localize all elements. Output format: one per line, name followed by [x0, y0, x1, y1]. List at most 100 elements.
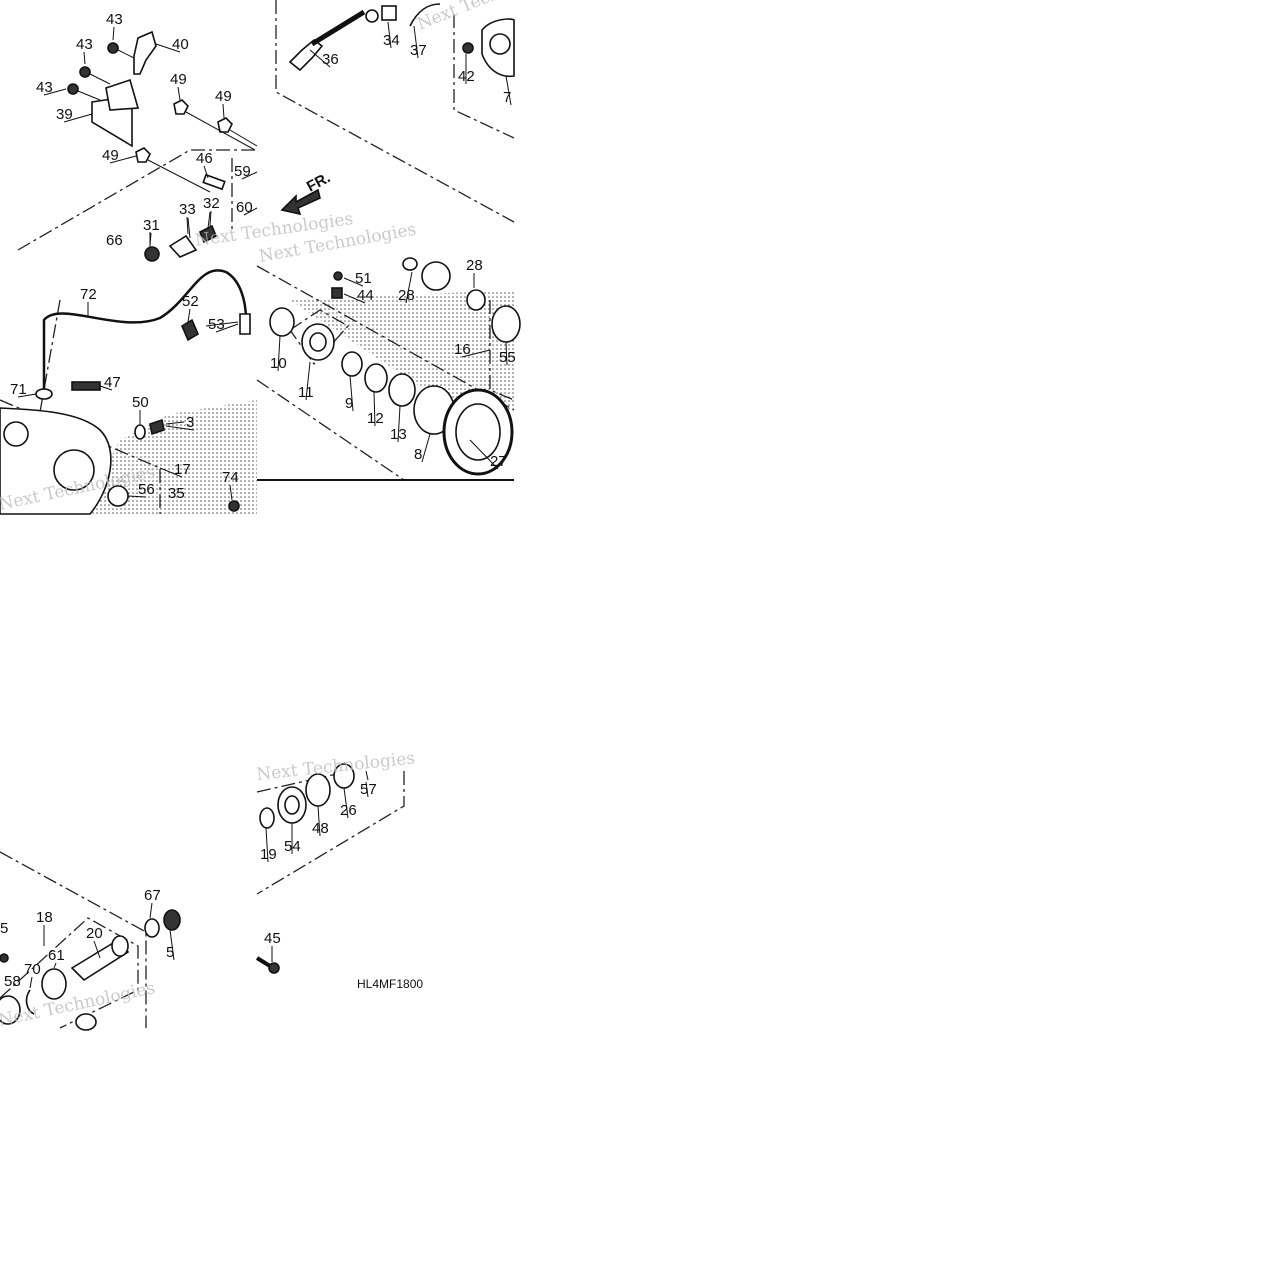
leader-line	[177, 86, 181, 101]
part-number-67: 67	[144, 887, 161, 904]
part-number-74: 74	[222, 469, 239, 486]
part-number-56: 56	[138, 481, 155, 498]
part-number-47: 47	[104, 374, 121, 391]
leader-line	[387, 21, 392, 49]
part-number-43: 43	[36, 79, 53, 96]
part-number-58: 58	[4, 973, 21, 990]
diagram-code: HL4MF1800	[357, 977, 423, 991]
fitting-52	[180, 318, 200, 342]
washer-51	[333, 271, 343, 281]
leader-line	[83, 51, 86, 65]
part-number-11: 11	[298, 384, 314, 401]
bolt-43a	[107, 42, 119, 54]
leader-line	[99, 385, 113, 391]
part-number-60: 60	[236, 199, 253, 216]
leader-line	[187, 308, 191, 323]
leader-line	[229, 484, 233, 501]
part-number-27: 27	[490, 453, 507, 470]
leader-line	[241, 171, 258, 180]
tile-c: Next Technologies	[0, 269, 257, 515]
leader-line	[405, 271, 413, 304]
part-number-55: 55	[499, 349, 516, 366]
bolt-44	[331, 287, 343, 299]
shim-12	[364, 363, 388, 393]
leader-line	[343, 787, 349, 819]
breather-tube-72	[42, 269, 248, 392]
nut-49b	[217, 117, 233, 133]
leader-line	[309, 49, 331, 68]
leader-line	[209, 210, 212, 227]
seal-55	[491, 305, 521, 343]
part-number-71: 71	[10, 381, 27, 398]
cam-plate-10	[269, 307, 295, 337]
part-number-48: 48	[312, 820, 329, 837]
part-number-37: 37	[410, 42, 427, 59]
part-number-44: 44	[357, 287, 374, 304]
part-number-53: 53	[208, 316, 225, 333]
part-number-52: 52	[182, 293, 199, 310]
part-number-51: 51	[355, 270, 372, 287]
collar-34	[381, 5, 397, 21]
shim-13	[388, 373, 416, 407]
part-number-9: 9	[345, 395, 353, 412]
part-number-31: 31	[143, 217, 160, 234]
part-number-32: 32	[203, 195, 220, 212]
leader-line	[461, 349, 491, 358]
leader-line	[186, 216, 189, 235]
seal-50	[134, 424, 146, 440]
part-number-20: 20	[86, 925, 103, 942]
part-number-33: 33	[179, 201, 196, 218]
nut-49c	[135, 147, 151, 163]
part-number-36: 36	[322, 51, 339, 68]
part-number-39: 39	[56, 106, 73, 123]
leader-line	[277, 335, 281, 372]
leader-line	[169, 929, 175, 961]
clamp-71	[35, 388, 53, 400]
bolt-45	[268, 962, 280, 974]
washer-67	[144, 918, 160, 938]
part-number-35: 35	[168, 485, 185, 502]
leader-line	[155, 43, 181, 53]
leader-line	[469, 439, 499, 470]
part-number-49: 49	[215, 88, 232, 105]
part-number-49: 49	[102, 147, 119, 164]
part-number-16: 16	[454, 341, 471, 358]
part-number-59: 59	[234, 163, 251, 180]
part-number-70: 70	[24, 961, 41, 978]
front-arrow-icon	[280, 188, 321, 216]
leader-line	[343, 293, 366, 304]
leader-line	[203, 165, 209, 179]
part-number-19: 19	[260, 846, 277, 863]
leader-line	[222, 103, 225, 119]
bearing-61	[41, 968, 67, 1000]
front-indicator: FR.	[304, 169, 333, 195]
leader-line	[397, 405, 401, 443]
part-number-34: 34	[383, 32, 400, 49]
leader-line	[243, 207, 258, 216]
leader-line	[215, 323, 239, 333]
part-number-43: 43	[106, 11, 123, 28]
bearing-58	[0, 995, 21, 1025]
clip-70	[25, 989, 35, 1015]
leader-line	[343, 277, 364, 287]
leader-line	[29, 976, 33, 989]
part-number-3: 3	[186, 414, 194, 431]
tile-d: Next Technologies	[256, 220, 521, 481]
leader-line	[112, 26, 115, 41]
spring-5a	[0, 953, 9, 963]
seal-56	[107, 485, 129, 507]
gear-shade	[290, 290, 514, 410]
leader-line	[305, 361, 311, 401]
part-number-43: 43	[76, 36, 93, 53]
leader-line	[43, 88, 67, 96]
leader-line	[149, 902, 153, 919]
bolt-46	[202, 173, 226, 191]
leader-line	[159, 467, 183, 478]
part-number-5: 5	[0, 920, 8, 937]
bolt-43b	[79, 66, 91, 78]
cam-28	[421, 261, 451, 291]
leader-line	[53, 962, 57, 969]
leader-line	[413, 25, 419, 59]
bolt-43c	[67, 83, 79, 95]
